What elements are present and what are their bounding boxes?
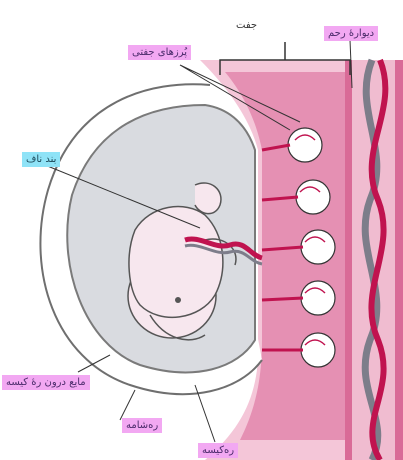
label-placenta: جفت: [232, 18, 261, 33]
label-uterine-wall: دیوارهٔ رحم: [324, 26, 378, 41]
label-umbilical-cord: بند ناف: [22, 152, 60, 167]
label-amniotic-fluid: مایع درون رهٔ کیسه: [2, 375, 90, 390]
label-amnion: ره‌کیسه: [198, 443, 238, 458]
leader-amnion: [195, 385, 215, 442]
label-chorion: ره‌شامه: [122, 418, 162, 433]
leader-chorion: [120, 390, 135, 420]
label-chorionic-villi: پُرزهای جفتی: [128, 45, 191, 60]
